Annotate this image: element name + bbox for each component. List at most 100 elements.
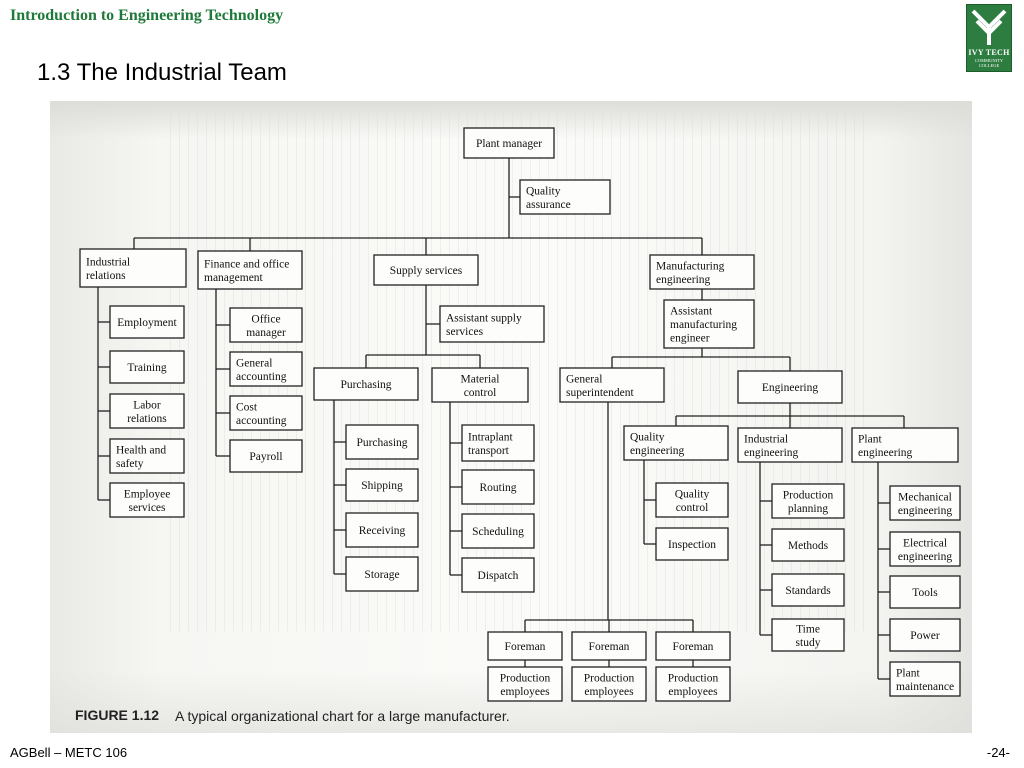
org-box-engineering: Engineering <box>737 370 843 404</box>
org-box-label: Supply services <box>390 265 463 277</box>
org-box-label: Labor <box>133 399 161 411</box>
course-title: Introduction to Engineering Technology <box>10 7 284 24</box>
org-box-purchasing: Purchasing <box>313 367 419 401</box>
org-box-label: engineer <box>670 333 710 345</box>
org-box-frame <box>889 575 961 609</box>
org-box-receiving: Receiving <box>345 512 419 548</box>
org-box-frame <box>109 393 185 429</box>
org-box-standards: Standards <box>771 573 845 607</box>
org-box-frame <box>313 367 419 401</box>
org-box-frame <box>109 350 185 384</box>
footer-author: AGBell – METC 106 <box>10 745 128 760</box>
org-box-label: Routing <box>479 482 516 494</box>
org-box-label: Payroll <box>249 451 282 463</box>
org-box-frame <box>345 468 419 502</box>
org-box-label: superintendent <box>566 387 635 399</box>
org-box-foreman1: Foreman <box>487 631 563 661</box>
org-box-label: Time <box>796 623 820 635</box>
org-box-label: Purchasing <box>356 437 407 449</box>
org-box-frame <box>771 618 845 652</box>
org-box-label: Assistant supply <box>446 312 522 324</box>
org-box-general-super: General superintendent <box>559 367 665 403</box>
org-box-label: Quality <box>675 488 710 500</box>
org-box-label: Production <box>783 489 834 501</box>
org-box-purchasing2: Purchasing <box>345 424 419 460</box>
org-box-label: Training <box>127 362 166 374</box>
org-box-frame <box>229 395 303 431</box>
org-box-label: control <box>464 387 497 399</box>
org-box-label: Electrical <box>903 537 947 549</box>
org-box-label: Engineering <box>762 382 818 394</box>
logo-name: IVY TECH <box>968 48 1010 57</box>
org-box-label: engineering <box>898 551 953 563</box>
org-box-label: Intraplant <box>468 431 514 443</box>
org-box-label: employees <box>584 686 634 698</box>
org-box-label: Foreman <box>673 641 714 653</box>
org-box-frame <box>571 631 647 661</box>
org-box-label: accounting <box>236 371 287 383</box>
org-box-label: services <box>446 326 484 338</box>
org-box-label: Manufacturing <box>656 260 725 272</box>
org-box-intraplant: Intraplant transport <box>461 424 535 462</box>
org-box-label: Production <box>668 672 719 684</box>
org-box-tools: Tools <box>889 575 961 609</box>
org-box-label: management <box>204 272 264 284</box>
org-box-label: manager <box>246 327 286 339</box>
org-box-frame <box>345 512 419 548</box>
org-box-label: assurance <box>526 199 571 211</box>
org-box-frame <box>345 424 419 460</box>
org-box-label: Dispatch <box>478 570 519 582</box>
org-box-dispatch: Dispatch <box>461 557 535 593</box>
org-box-label: Quality <box>526 185 561 197</box>
org-box-label: employees <box>500 686 550 698</box>
org-box-frame <box>109 438 185 474</box>
org-box-frame <box>571 666 647 702</box>
org-box-label: Cost <box>236 401 258 413</box>
org-box-label: Office <box>251 313 280 325</box>
org-box-frame <box>655 666 731 702</box>
org-box-label: transport <box>468 445 510 457</box>
org-box-electrical-eng: Electrical engineering <box>889 531 961 567</box>
org-box-label: Purchasing <box>340 379 391 391</box>
org-box-office-manager: Office manager <box>229 307 303 343</box>
org-box-frame <box>655 527 729 561</box>
org-box-frame <box>487 666 563 702</box>
org-box-label: Finance and office <box>204 258 289 270</box>
org-chart-connectors <box>97 158 905 680</box>
org-box-frame <box>851 427 959 463</box>
org-box-label: Employment <box>117 317 177 329</box>
org-box-label: Foreman <box>505 641 546 653</box>
org-box-frame <box>373 254 479 286</box>
org-box-label: General <box>566 373 602 385</box>
org-box-frame <box>109 305 185 339</box>
org-box-frame <box>889 661 961 697</box>
org-box-storage: Storage <box>345 556 419 592</box>
org-box-label: Receiving <box>359 525 406 537</box>
org-box-label: Storage <box>364 569 399 581</box>
org-box-label: study <box>796 637 821 649</box>
org-box-shipping: Shipping <box>345 468 419 502</box>
org-box-frame <box>461 557 535 593</box>
org-box-label: Material <box>461 373 500 385</box>
logo-subtitle: COMMUNITY COLLEGE <box>974 58 1004 68</box>
org-box-frame <box>229 307 303 343</box>
org-box-frame <box>655 631 731 661</box>
org-box-frame <box>663 299 755 349</box>
org-box-label: Tools <box>912 587 938 599</box>
org-box-inspection: Inspection <box>655 527 729 561</box>
org-box-frame <box>737 427 843 463</box>
org-box-label: Shipping <box>361 480 403 492</box>
org-box-label: Production <box>584 672 635 684</box>
org-box-frame <box>737 370 843 404</box>
org-box-label: Standards <box>785 585 831 597</box>
